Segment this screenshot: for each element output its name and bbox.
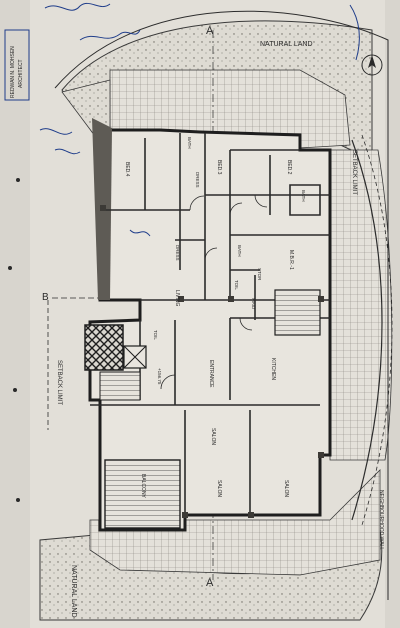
room-balcony: BALCONY — [140, 474, 146, 499]
neighbour-wall-label: NEIGHBOURHOOD WALL — [378, 490, 384, 550]
room-kitchen: KITCHEN — [270, 358, 276, 380]
setback-curve-right — [351, 139, 383, 521]
section-a-top-marker: A — [206, 25, 214, 37]
natural-land-top-label: NATURAL LAND — [260, 41, 313, 48]
natural-land-bottom-label: NATURAL LAND — [70, 565, 77, 618]
room-maid: MAID — [251, 298, 256, 310]
room-toilet-1: TOIL — [153, 330, 158, 340]
door-swings — [160, 194, 268, 390]
stairs-treads — [99, 371, 141, 401]
north-arrow-needle-icon — [368, 55, 376, 68]
outer-boundary-curve — [54, 10, 389, 600]
terrace-right — [329, 149, 393, 461]
interior-walls — [90, 133, 330, 515]
plan-labels: NATURAL LAND NATURAL LAND SETBACK LIMIT … — [42, 25, 384, 618]
architect-stamp — [4, 29, 30, 101]
room-bath-right: BATH — [301, 190, 306, 202]
room-entrance: ENTRANCE — [208, 360, 214, 388]
room-bed3: BED.3 — [216, 160, 222, 175]
columns — [100, 205, 324, 518]
room-dress-2: DRESS — [175, 245, 180, 261]
stamp-line-2: ARCHITECT — [18, 59, 24, 88]
section-a-bottom-marker: A — [206, 577, 214, 589]
room-master-bedroom: M.B.R.-1 — [288, 250, 294, 270]
lift-cross — [123, 345, 147, 369]
room-bath-top: BATH — [187, 137, 192, 149]
balcony-treads — [104, 459, 181, 529]
room-salon-3: SALON — [283, 480, 289, 497]
handwritten-annotations — [39, 2, 360, 237]
stair-void — [84, 324, 124, 371]
room-living: LIVING — [174, 290, 180, 307]
level-marks-left — [8, 178, 20, 502]
stairs-right — [274, 289, 321, 336]
terrace-bottom — [89, 469, 381, 576]
room-toilet-2: TOIL — [234, 280, 239, 290]
setback-curve-right-2 — [361, 134, 393, 526]
room-bath-mid: BATH — [237, 245, 242, 257]
stamp-line-1: REDWAN N. MOHSEN — [10, 46, 16, 98]
room-salon-1: SALON — [210, 428, 216, 445]
setback-limit-right-label: SETBACK LIMIT — [351, 150, 357, 195]
room-salon-2: SALON — [216, 480, 222, 497]
room-storage: STOR — [257, 268, 262, 281]
setback-limit-left-label: SETBACK LIMIT — [56, 360, 62, 405]
room-bed4: BED.4 — [124, 162, 130, 177]
section-b-marker: B — [42, 292, 49, 303]
room-dress-1: DRESS — [195, 172, 200, 188]
room-bed2: BED.2 — [286, 160, 292, 175]
stair-level-label: +156.75 — [157, 368, 162, 385]
